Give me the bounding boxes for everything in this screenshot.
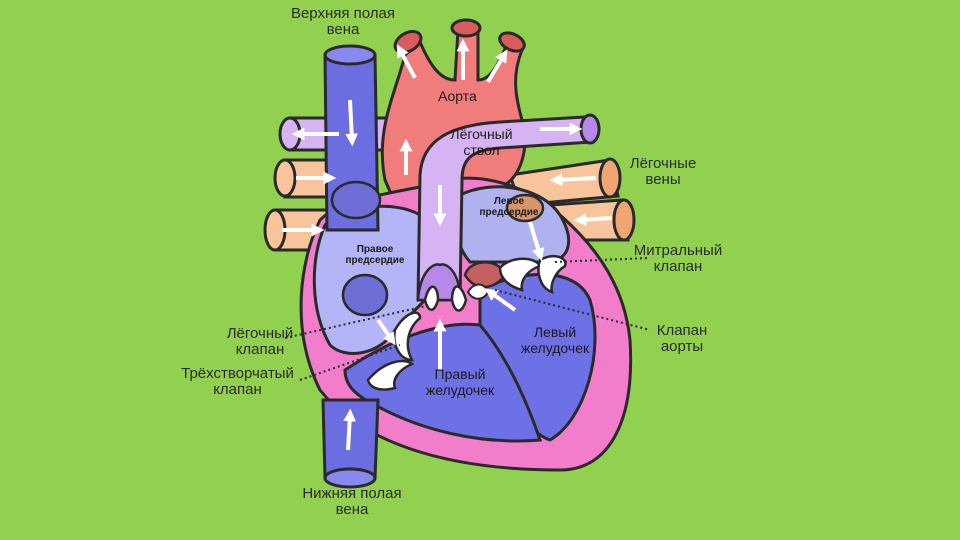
- pulmonary-trunk: [416, 113, 601, 302]
- label-left-atrium: Левое предсердие: [479, 196, 539, 218]
- label-pulmonary-veins: Лёгочные вены: [629, 155, 697, 188]
- label-tricuspid-valve: Трёхстворчатый клапан: [181, 365, 294, 398]
- svc-opening: [330, 180, 382, 220]
- pulmonary-vein-opening: [505, 193, 545, 223]
- label-right-atrium: Правое предсердие: [345, 244, 405, 266]
- label-superior-vena-cava: Верхняя полая вена: [290, 5, 396, 38]
- label-pulmonary-trunk: Лёгочный ствол: [450, 126, 513, 158]
- ivc-opening: [341, 273, 389, 317]
- mitral-valve: [498, 255, 567, 294]
- label-pulmonary-valve: Лёгочный клапан: [226, 325, 294, 358]
- inferior-vena-cava: [321, 398, 380, 489]
- label-aortic-valve: Клапан аорты: [656, 322, 708, 355]
- label-mitral-valve: Митральный клапан: [633, 242, 723, 275]
- pulmonary-valve: [423, 285, 468, 312]
- aortic-valve-base: [463, 261, 507, 289]
- tricuspid-valve: [366, 311, 422, 391]
- label-right-ventricle: Правый желудочек: [425, 366, 495, 398]
- flow-arrows: [282, 38, 613, 451]
- leader-lines: [284, 257, 651, 381]
- label-aorta: Аорта: [438, 88, 477, 104]
- aortic-valve: [466, 283, 490, 300]
- label-inferior-vena-cava: Нижняя полая вена: [302, 485, 402, 518]
- label-left-ventricle: Левый желудочек: [520, 324, 590, 356]
